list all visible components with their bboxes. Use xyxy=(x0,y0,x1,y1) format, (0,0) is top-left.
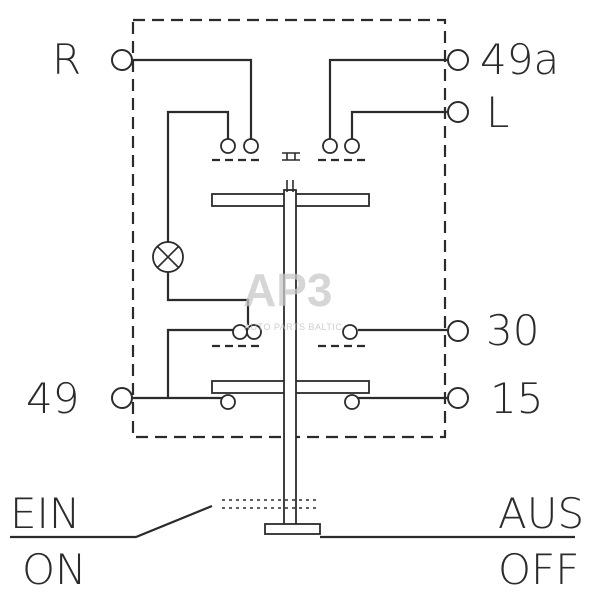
lower-contact-group xyxy=(212,324,370,348)
terminal-49-circle xyxy=(111,387,133,409)
bottom-contact-left xyxy=(220,394,236,410)
lower-contact-3 xyxy=(342,324,358,340)
terminal-30-circle xyxy=(447,320,469,342)
terminal-r-circle xyxy=(111,49,133,71)
terminal-l-label: L xyxy=(486,88,509,137)
switch-on-label-en: ON xyxy=(22,545,86,594)
wire-l xyxy=(350,110,447,140)
upper-contact-4 xyxy=(344,138,360,154)
terminal-15-circle xyxy=(447,387,469,409)
terminal-49a-label: 49a xyxy=(480,35,559,84)
switch-lever xyxy=(10,499,575,539)
terminal-30-label: 30 xyxy=(486,306,539,355)
terminal-49-label: 49 xyxy=(26,374,79,423)
terminal-l-circle xyxy=(447,101,469,123)
lower-contact-2 xyxy=(246,324,262,340)
wire-49a xyxy=(328,58,447,140)
switch-off-label-en: OFF xyxy=(498,545,579,594)
upper-contact-3 xyxy=(322,138,338,154)
plunger-base xyxy=(264,523,321,535)
bottom-contact-right xyxy=(344,394,360,410)
terminal-15-label: 15 xyxy=(490,374,543,423)
upper-contact-2 xyxy=(243,138,259,154)
svg-text:AP3: AP3 xyxy=(243,264,332,316)
terminal-r-label: R xyxy=(52,35,81,84)
switch-on-label-de: EIN xyxy=(10,489,80,538)
watermark-logo: AP3 AUTO PARTS BALTIC xyxy=(243,264,342,332)
terminal-49a-circle xyxy=(447,49,469,71)
wire-lamp-loop xyxy=(166,110,250,325)
plunger-shaft xyxy=(283,180,297,526)
svg-text:AUTO PARTS BALTIC: AUTO PARTS BALTIC xyxy=(244,322,342,332)
upper-contact-1 xyxy=(220,138,236,154)
upper-contact-group xyxy=(212,138,370,162)
switch-off-label-de: AUS xyxy=(498,489,584,538)
wire-49 xyxy=(133,328,240,400)
lamp-icon xyxy=(152,241,184,273)
wire-r xyxy=(133,58,253,140)
